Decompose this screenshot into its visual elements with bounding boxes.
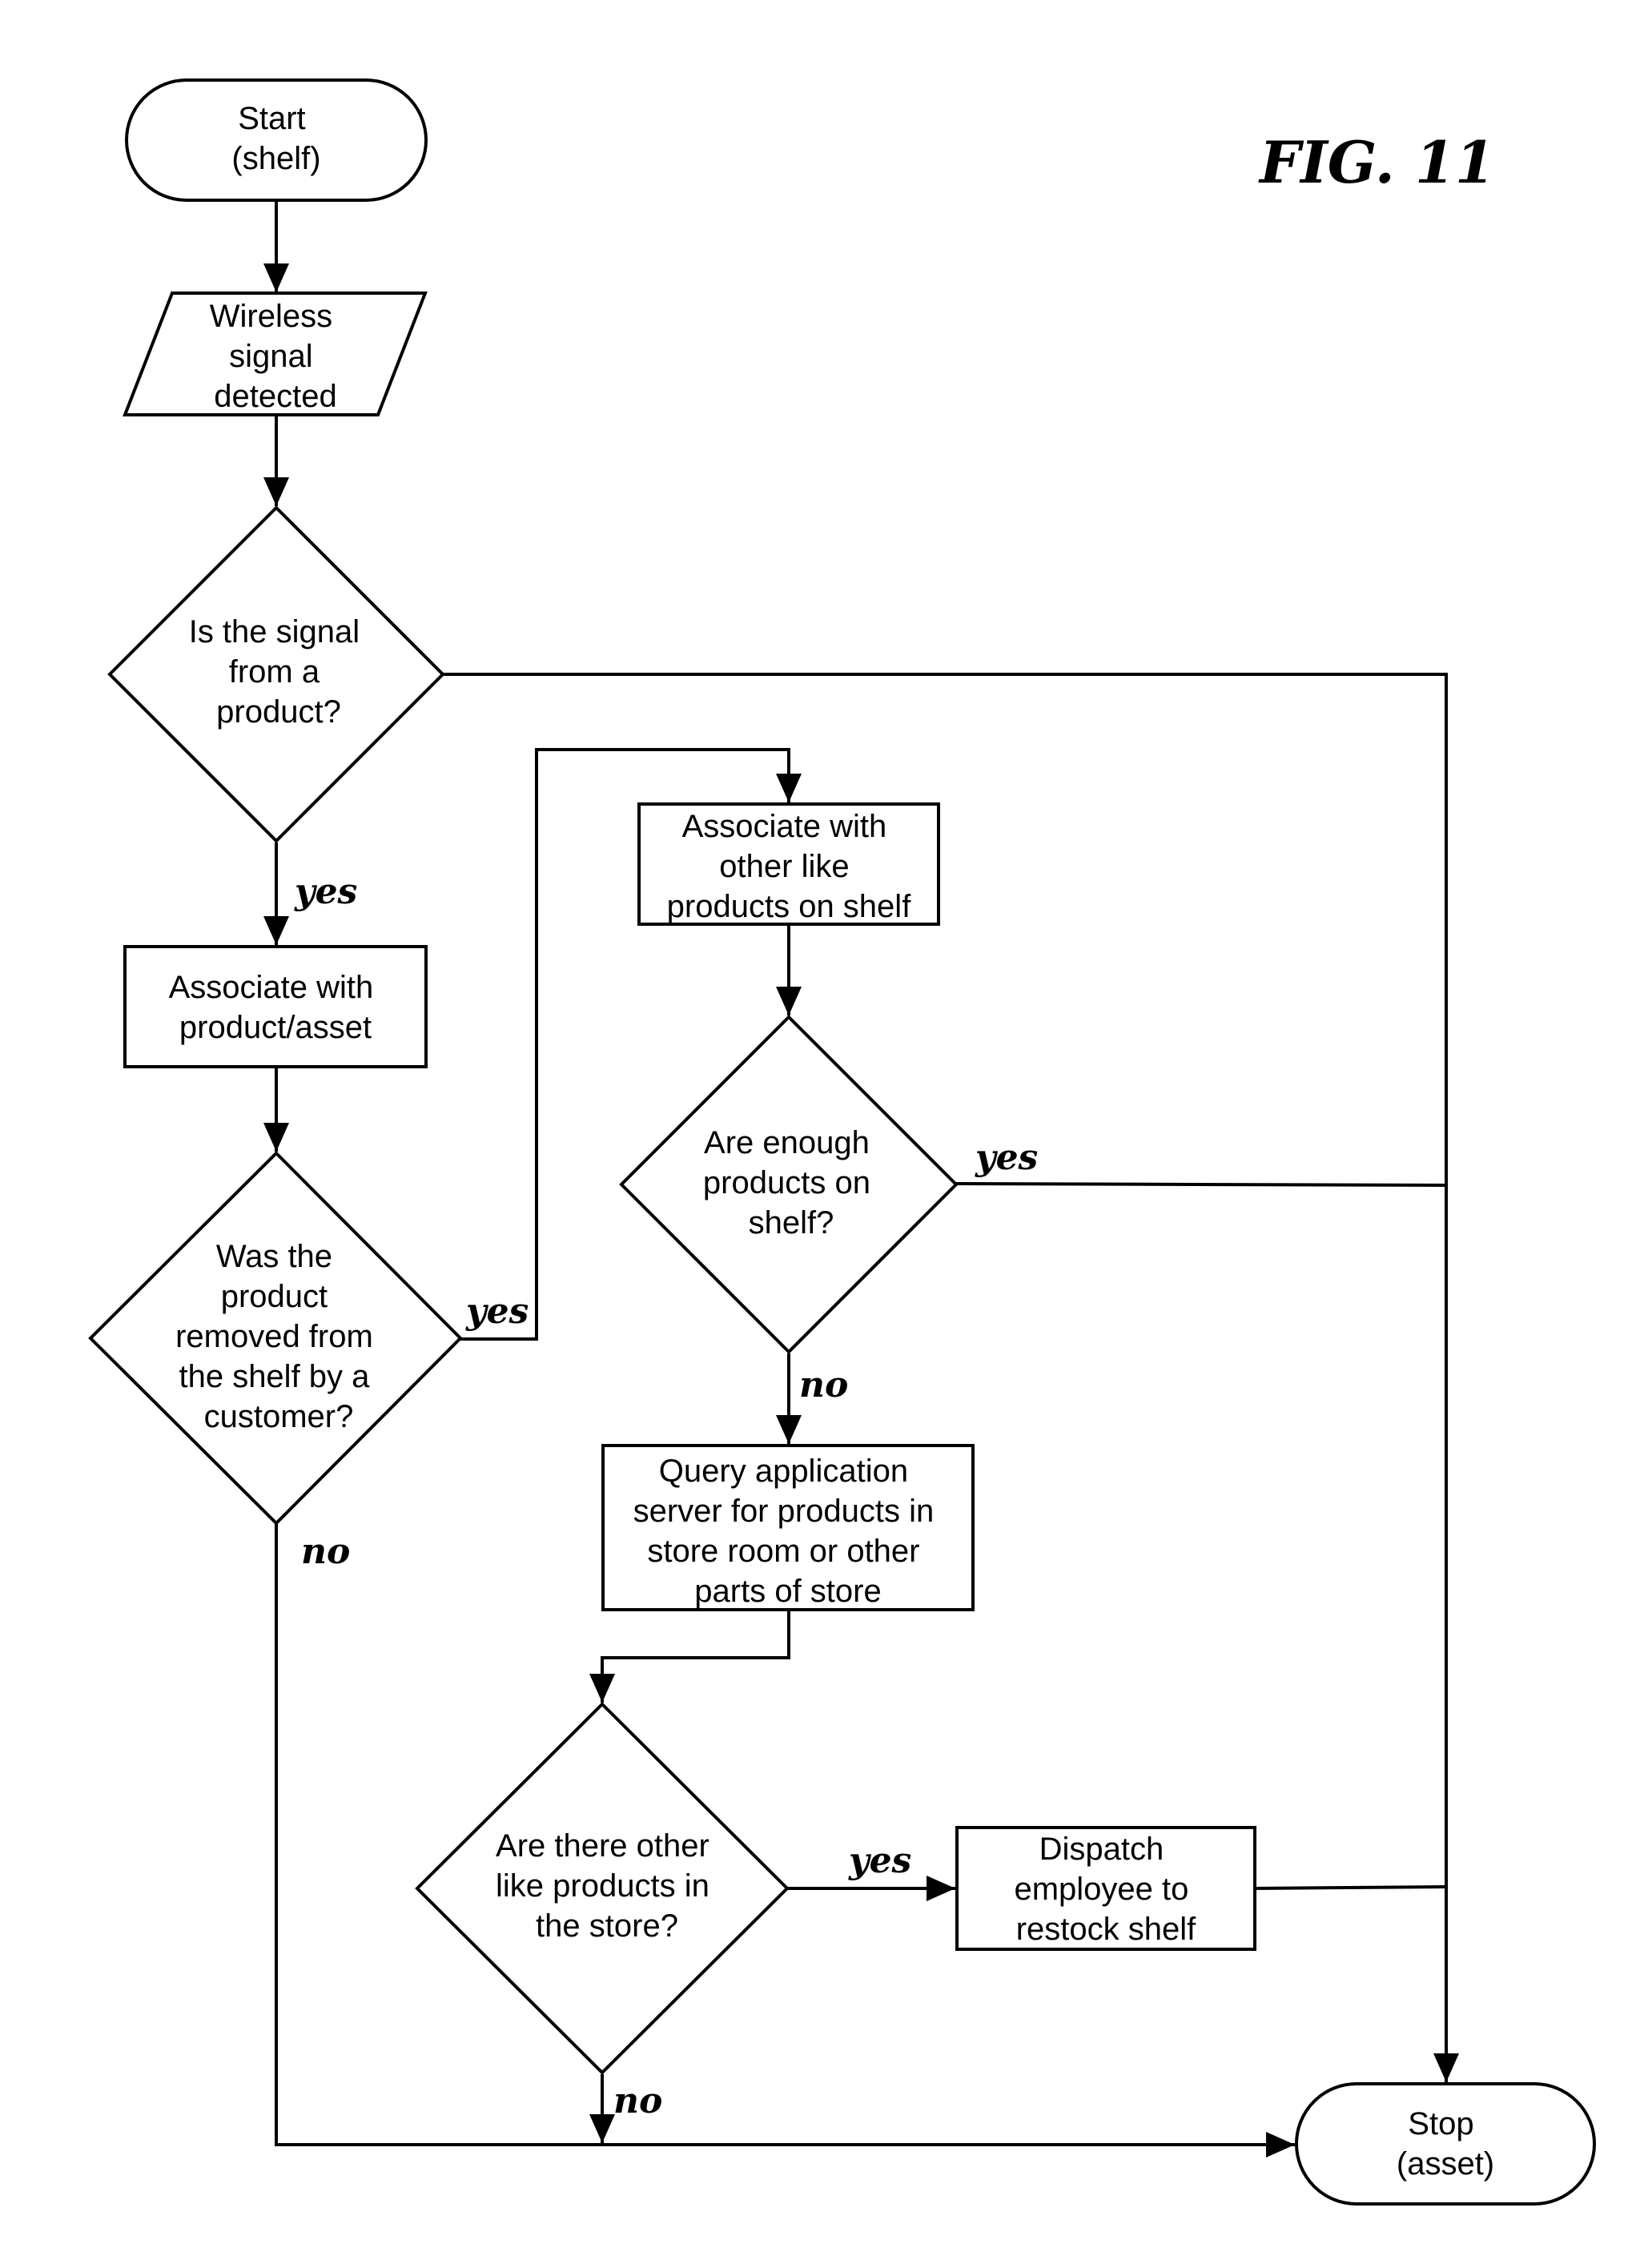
stop-terminal [1296, 2084, 1594, 2204]
enough-yes-label: yes [975, 1137, 1038, 1178]
start-terminal [127, 80, 426, 200]
wireless-signal-label: Wireless signal detected [210, 299, 341, 414]
connector-dispatch-to-stop [1255, 1887, 1446, 1888]
nodes: Start (shelf) Wireless signal detected I… [90, 80, 1594, 2204]
enough-no-label: no [799, 1365, 848, 1405]
removed-yes-label: yes [465, 1291, 529, 1332]
connector-query-to-other-like [602, 1610, 789, 1703]
other-like-yes-label: yes [848, 1840, 911, 1881]
removed-no-label: no [301, 1531, 350, 1572]
dispatch-label: Dispatch employee to restock shelf [1014, 1832, 1197, 1947]
associate-product-box [125, 947, 426, 1067]
is-product-yes-label: yes [294, 871, 357, 912]
figure-title: FIG. 11 [1258, 128, 1495, 196]
other-like-no-label: no [613, 2081, 662, 2121]
connector-enough-yes [956, 1184, 1446, 1185]
